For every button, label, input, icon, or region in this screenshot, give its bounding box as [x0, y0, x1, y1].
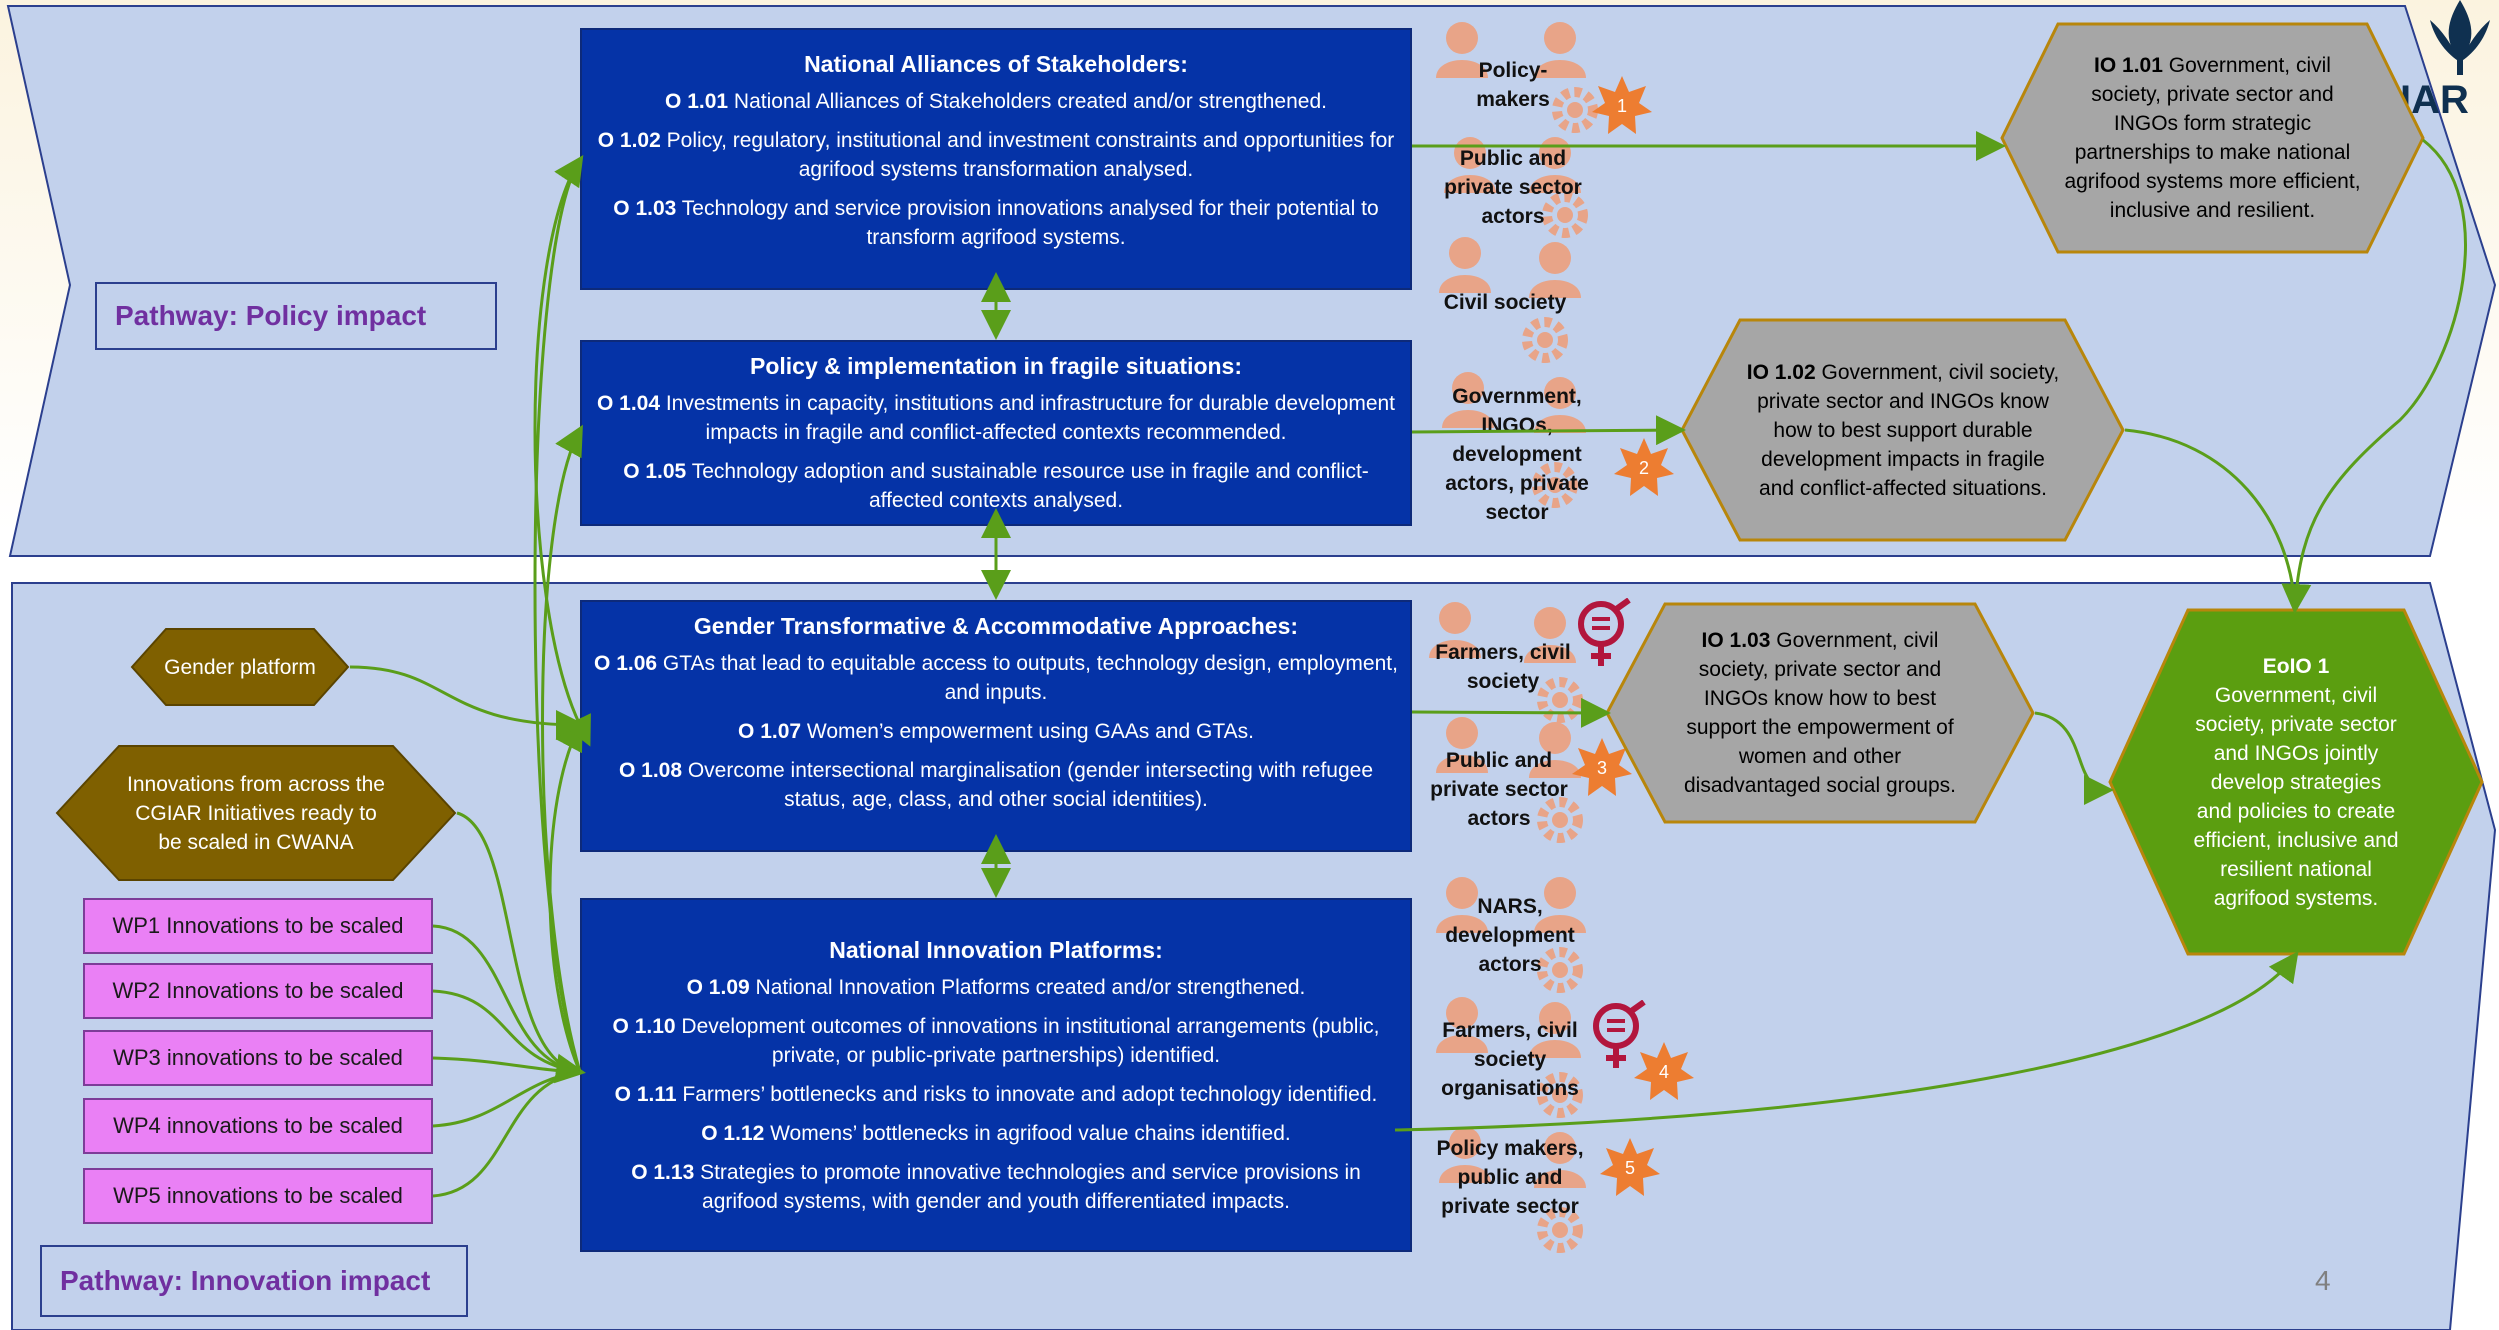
io-code: IO 1.02 [1746, 360, 1816, 384]
outcome-item: O 1.06 GTAs that lead to equitable acces… [594, 652, 1398, 704]
outcome-item: O 1.13 Strategies to promote innovative … [631, 1161, 1361, 1213]
arrow-io103-eoio [2034, 711, 2114, 805]
national-alliances-box: National Alliances of Stakeholders: O 1.… [580, 28, 1412, 290]
actor-policy-makers: Policy- makers [1476, 59, 1550, 111]
actor-civil-society: Civil society [1443, 291, 1567, 314]
outcome-item: O 1.03 Technology and service provision … [613, 197, 1379, 249]
eoio-code: EoIO 1 [2262, 654, 2330, 678]
gender-approaches-box: Gender Transformative & Accommodative Ap… [580, 600, 1412, 852]
star-badge: 5 [1598, 1136, 1662, 1200]
cgiar-wheat-icon [2430, 0, 2490, 75]
io-101-hexagon: IO 1.01 Government, civil society, priva… [2000, 22, 2425, 254]
gender-equality-icon [1593, 1000, 1646, 1068]
arrow-cgiar-box4 [456, 811, 586, 1084]
policy-pathway-label: Pathway: Policy impact [95, 282, 497, 350]
arrow-box3-io103 [1411, 697, 1611, 728]
arrow-wp1-box4 [432, 924, 581, 1074]
box-title: National Alliances of Stakeholders: [804, 51, 1188, 77]
actor-policy-makers-public: Policy makers, public and private sector [1436, 1137, 1584, 1218]
arrow-io102-eoio [2124, 428, 2297, 609]
innovation-platforms-box: National Innovation Platforms: O 1.09 Na… [580, 898, 1412, 1252]
box-title: Policy & implementation in fragile situa… [749, 353, 1243, 379]
outcome-item: O 1.07 Women’s empowerment using GAAs an… [738, 720, 1254, 743]
actor-nars: NARS, development actors [1445, 895, 1575, 976]
wp2-box: WP2 Innovations to be scaled [83, 963, 433, 1019]
arrow-hub-box2 [541, 424, 583, 1073]
outcome-item: O 1.05 Technology adoption and sustainab… [623, 460, 1369, 512]
outcome-item: O 1.10 Development outcomes of innovatio… [612, 1015, 1380, 1067]
io-code: IO 1.03 [1701, 629, 1771, 652]
star-badge: 4 [1632, 1040, 1696, 1104]
innovation-pathway-label: Pathway: Innovation impact [40, 1245, 468, 1317]
actor-public-private: Public and private sector actors [1444, 147, 1582, 228]
page-number: 4 [2315, 1265, 2331, 1296]
outcome-item: O 1.02 Policy, regulatory, institutional… [597, 129, 1395, 181]
outcome-item: O 1.08 Overcome intersectional marginali… [618, 759, 1374, 811]
wp5-box: WP5 innovations to be scaled [83, 1168, 433, 1224]
gender-platform-hexagon: Gender platform [130, 627, 350, 707]
outcome-item: O 1.12 Womens’ bottlenecks in agrifood v… [701, 1122, 1291, 1145]
io-code: IO 1.01 [2094, 54, 2163, 77]
wp4-box: WP4 innovations to be scaled [83, 1098, 433, 1154]
io-103-hexagon: IO 1.03 Government, civil society, priva… [1605, 602, 2035, 824]
outcome-item: O 1.04 Investments in capacity, institut… [596, 392, 1396, 444]
arrow-gender-box3 [349, 665, 586, 740]
actor-farmers-civil: Farmers, civil society [1435, 641, 1571, 693]
box-title: Gender Transformative & Accommodative Ap… [693, 613, 1299, 639]
star-badge: 1 [1590, 74, 1654, 138]
arrow-wp3-box4 [432, 1056, 581, 1074]
actor-public-private: Public and private sector actors [1430, 749, 1568, 830]
arrow-wp5-box4 [432, 1070, 581, 1198]
arrow-hub-box1b [533, 159, 591, 747]
wp1-box: WP1 Innovations to be scaled [83, 898, 433, 954]
gender-equality-icon [1578, 598, 1631, 666]
arrow-box2-io102 [1411, 415, 1686, 446]
fragile-situations-box: Policy & implementation in fragile situa… [580, 340, 1412, 526]
box-title: National Innovation Platforms: [829, 937, 1163, 963]
arrow-box4-eoio [1394, 951, 2299, 1132]
arrow-hub-box3 [548, 719, 583, 1073]
star-badge: 2 [1612, 436, 1676, 500]
outcome-item: O 1.01 National Alliances of Stakeholder… [665, 90, 1327, 113]
outcome-item: O 1.09 National Innovation Platforms cre… [686, 976, 1306, 999]
outcome-item: O 1.11 Farmers’ bottlenecks and risks to… [614, 1083, 1378, 1106]
actor-farmers-civil-org: Farmers, civil society organisations [1441, 1019, 1579, 1100]
wp3-box: WP3 innovations to be scaled [83, 1030, 433, 1086]
star-badge: 3 [1570, 736, 1634, 800]
arrow-io101-eoio [2281, 138, 2467, 614]
cgiar-innovations-hexagon: Innovations from across the CGIAR Initia… [55, 744, 457, 882]
arrow-wp2-box4 [432, 989, 581, 1074]
actor-gov-ingos: Government, INGOs, development actors, p… [1445, 385, 1589, 524]
